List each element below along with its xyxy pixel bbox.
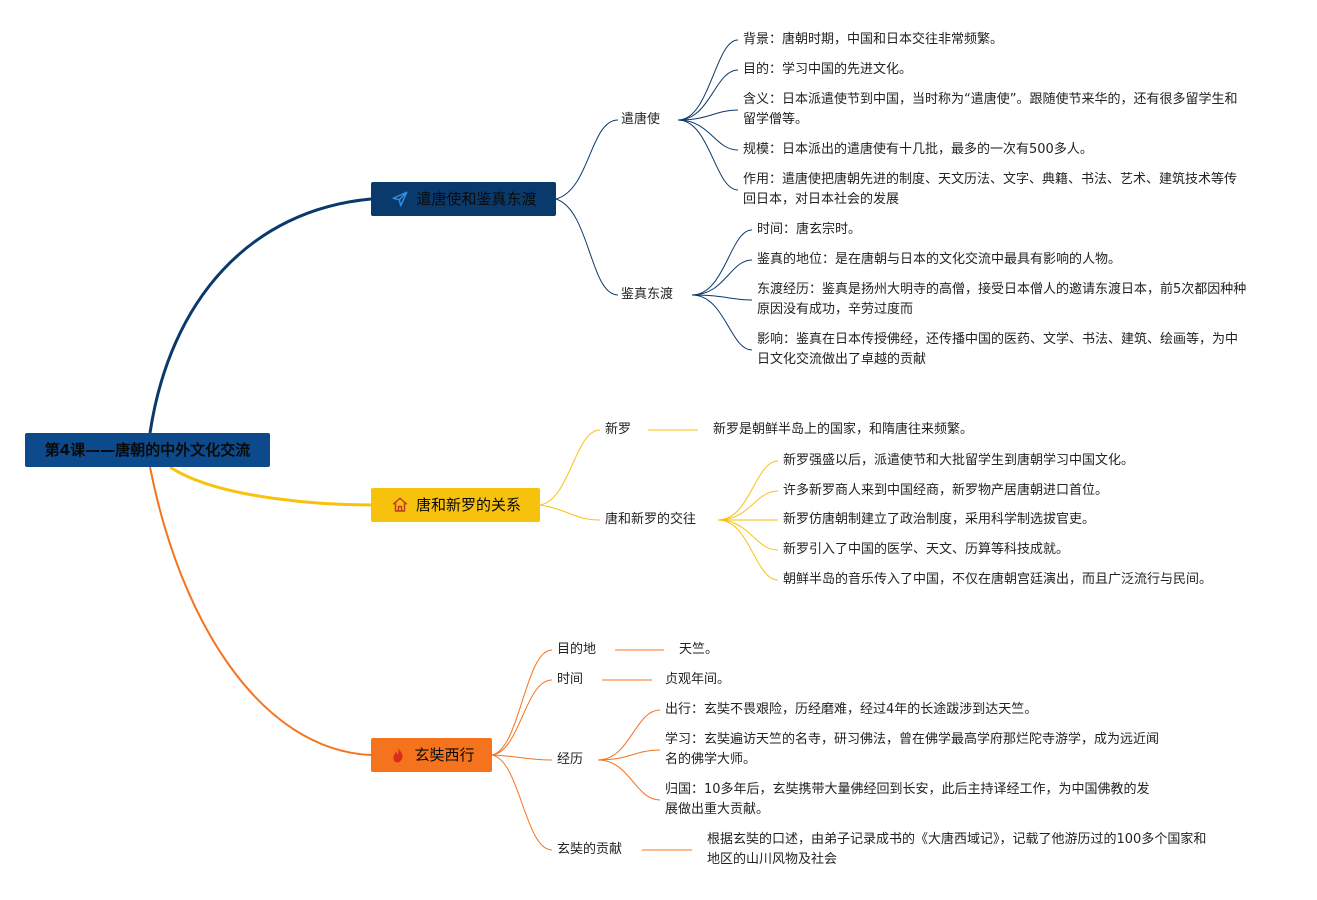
branch-label: 遣唐使和鉴真东渡: [416, 190, 537, 208]
leaf-item[interactable]: 出行：玄奘不畏艰险，历经磨难，经过4年的长途跋涉到达天竺。: [665, 702, 1038, 717]
leaf-item[interactable]: 许多新罗商人来到中国经商，新罗物产居唐朝进口首位。: [783, 483, 1109, 498]
leaf-item[interactable]: 背景：唐朝时期，中国和日本交往非常频繁。: [743, 32, 1004, 47]
leaf-item[interactable]: 东渡经历：鉴真是扬州大明寺的高僧，接受日本僧人的邀请东渡日本，前5次都因种种原因…: [757, 282, 1247, 317]
leaf-item[interactable]: 根据玄奘的口述，由弟子记录成书的《大唐西域记》，记载了他游历过的100多个国家和…: [707, 832, 1207, 867]
leaf-item[interactable]: 规模：日本派出的遣唐使有十几批，最多的一次有500多人。: [743, 142, 1093, 157]
leaf-item[interactable]: 归国：10多年后，玄奘携带大量佛经回到长安，此后主持译经工作，为中国佛教的发展做…: [665, 782, 1150, 817]
house-icon: [390, 495, 410, 515]
leaf-item[interactable]: 影响：鉴真在日本传授佛经，还传播中国的医药、文学、书法、建筑、绘画等，为中日文化…: [757, 332, 1239, 367]
leaf-item[interactable]: 学习：玄奘遍访天竺的名寺，研习佛法，曾在佛学最高学府那烂陀寺游学，成为远近闻名的…: [665, 732, 1160, 767]
sub-topic-experience[interactable]: 经历: [557, 752, 584, 767]
link-root-b1: [148, 197, 372, 434]
leaf-item[interactable]: 时间：唐玄宗时。: [757, 222, 862, 237]
leaf-item[interactable]: 新罗强盛以后，派遣使节和大批留学生到唐朝学习中国文化。: [783, 453, 1135, 468]
branch-silla[interactable]: 唐和新罗的关系: [371, 488, 540, 522]
sub-topic-envoys[interactable]: 遣唐使: [621, 112, 661, 127]
paper-plane-icon: [390, 189, 410, 209]
sub-topic-contribution[interactable]: 玄奘的贡献: [557, 842, 623, 857]
leaf-item[interactable]: 含义：日本派遣使节到中国，当时称为“遣唐使”。跟随使节来华的，还有很多留学生和留…: [743, 92, 1238, 127]
link-root-b3: [149, 466, 372, 756]
sub-topic-exchange[interactable]: 唐和新罗的交往: [605, 512, 697, 527]
leaf-item[interactable]: 目的：学习中国的先进文化。: [743, 62, 913, 77]
leaf-item[interactable]: 新罗仿唐朝制建立了政治制度，采用科学制选拔官吏。: [783, 512, 1096, 527]
link-root-b2: [169, 465, 372, 507]
sub-topic-destination[interactable]: 目的地: [557, 642, 597, 657]
leaf-item[interactable]: 天竺。: [679, 642, 719, 657]
sub-topic-time[interactable]: 时间: [557, 672, 584, 687]
branch-label: 唐和新罗的关系: [415, 496, 521, 514]
root-topic[interactable]: 第4课——唐朝的中外文化交流: [25, 433, 270, 467]
sub-topic-jianzhen[interactable]: 鉴真东渡: [621, 287, 674, 302]
leaf-item[interactable]: 朝鲜半岛的音乐传入了中国，不仅在唐朝宫廷演出，而且广泛流行与民间。: [783, 572, 1213, 587]
leaf-item[interactable]: 新罗引入了中国的医学、天文、历算等科技成就。: [783, 542, 1070, 557]
sub-topic-silla[interactable]: 新罗: [605, 422, 632, 437]
fire-icon: [388, 745, 408, 765]
leaf-item[interactable]: 鉴真的地位：是在唐朝与日本的文化交流中最具有影响的人物。: [757, 252, 1122, 267]
branch-japan-envoys[interactable]: 遣唐使和鉴真东渡: [371, 182, 556, 216]
leaf-item[interactable]: 作用：遣唐使把唐朝先进的制度、天文历法、文字、典籍、书法、艺术、建筑技术等传回日…: [743, 172, 1238, 207]
leaf-item[interactable]: 新罗是朝鲜半岛上的国家，和隋唐往来频繁。: [713, 422, 974, 437]
leaf-item[interactable]: 贞观年间。: [665, 672, 731, 687]
root-title: 第4课——唐朝的中外文化交流: [44, 441, 251, 459]
branch-label: 玄奘西行: [414, 746, 475, 764]
branch-xuanzang[interactable]: 玄奘西行: [371, 738, 492, 772]
